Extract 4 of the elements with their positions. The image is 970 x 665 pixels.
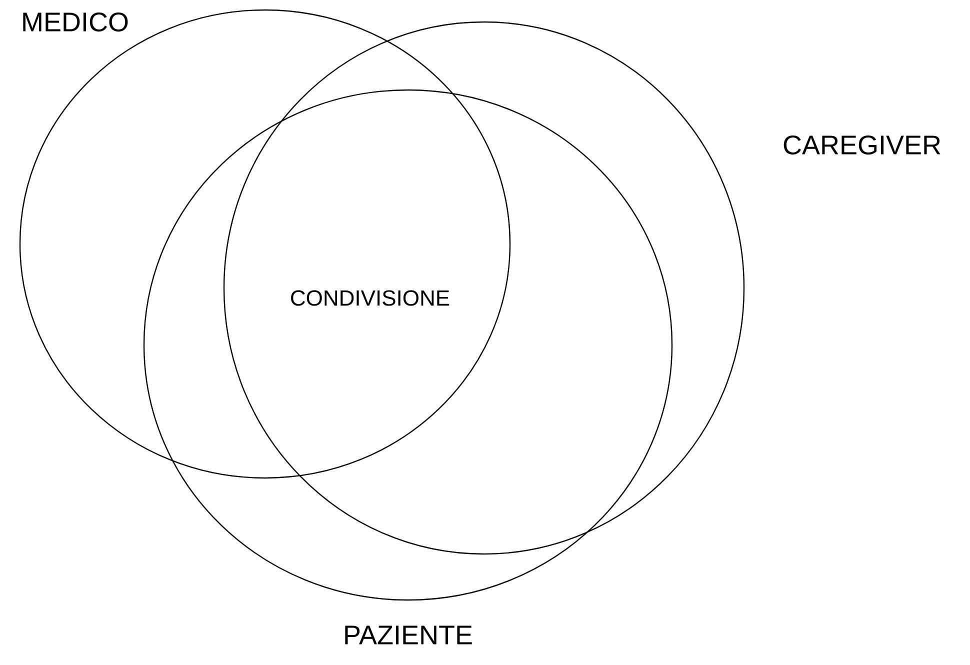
region-label: CONDIVISIONE: [291, 290, 450, 306]
set-label: PAZIENTE: [345, 626, 472, 644]
set-label: MEDICO: [23, 12, 128, 32]
set-label: CAREGIVER: [784, 135, 940, 155]
